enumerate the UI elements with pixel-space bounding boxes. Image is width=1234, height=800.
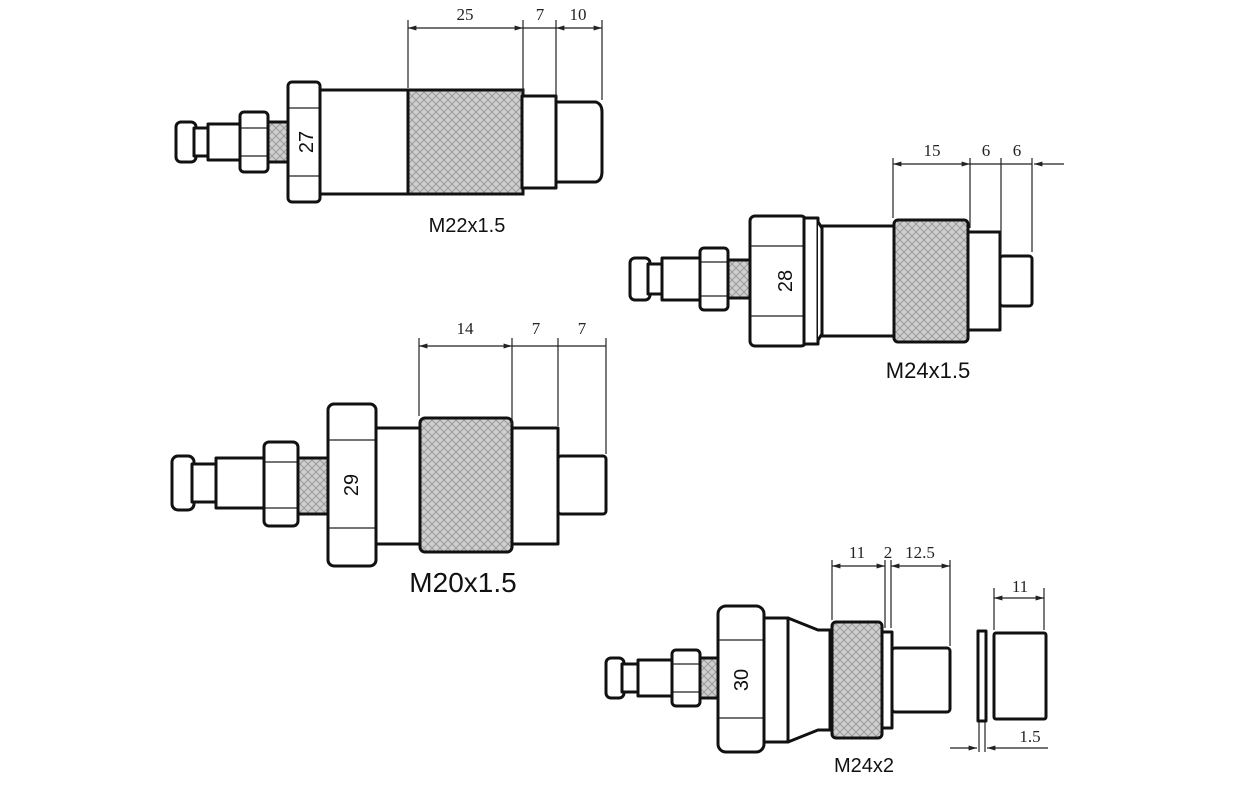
hex-size-label: 30: [731, 669, 753, 691]
hex-nut: 28: [748, 214, 820, 348]
dimension-label: 7: [578, 319, 587, 338]
hex-size-label: 27: [296, 131, 318, 153]
quick-coupler-plug: [604, 648, 720, 708]
hex-nut: 30: [716, 604, 766, 754]
hex-size-label: 29: [341, 474, 363, 496]
collar: [510, 426, 560, 546]
dimension-label: 7: [532, 319, 541, 338]
dimension-label: 10: [570, 5, 587, 24]
dimension-label: 15: [924, 141, 941, 160]
dimension-lines: [407, 20, 603, 100]
thread-section: [418, 416, 514, 554]
sleeve: [992, 631, 1048, 721]
tip: [998, 254, 1034, 308]
collar: [520, 94, 558, 190]
adapter-m22: 27 25 7 10 M22x1.5: [174, 5, 604, 237]
dimension-label: 6: [982, 141, 991, 160]
thread-section: [892, 218, 970, 344]
quick-coupler-plug: [170, 440, 330, 528]
quick-coupler-plug: [174, 110, 290, 174]
dimension-label: 7: [536, 5, 545, 24]
dimension-lines: [831, 560, 951, 646]
hex-nut: 27: [286, 80, 322, 204]
thread-label: M24x2: [834, 755, 894, 777]
dimension-label: 6: [1013, 141, 1022, 160]
dimension-lines: [892, 158, 1064, 252]
dimension-label: 25: [457, 5, 474, 24]
dimension-lines: [418, 338, 607, 454]
thread-label: M24x1.5: [886, 358, 970, 383]
thread-section: [830, 620, 884, 740]
adapter-body: [820, 224, 898, 338]
adapter-body: [762, 616, 790, 744]
tip: [556, 454, 608, 516]
hex-size-label: 28: [775, 270, 797, 292]
washer: [976, 629, 988, 723]
dimension-label: 12.5: [905, 543, 935, 562]
dimension-label: 14: [457, 319, 475, 338]
adapter-m20: 29 14 7 7 M20x1.5: [170, 319, 608, 598]
thread-label: M22x1.5: [429, 215, 506, 237]
hex-nut: 29: [326, 402, 378, 568]
dimension-label: 11: [849, 543, 865, 562]
accessory-dimension-lines: [950, 588, 1048, 752]
quick-coupler-plug: [628, 246, 752, 312]
tip: [554, 100, 604, 184]
tip: [890, 646, 952, 714]
sleeve-length-label: 11: [1012, 577, 1028, 596]
taper: [786, 616, 832, 744]
adapter-m24x1-5: 28 15 6 6 M24x1.5: [628, 141, 1064, 383]
washer-thickness-label: 1.5: [1019, 727, 1040, 746]
adapter-body: [318, 88, 412, 196]
dimension-label: 2: [884, 543, 893, 562]
adapter-body: [374, 426, 424, 546]
collar: [966, 230, 1002, 332]
adapter-m24x2: 30 11 2 12.5 M24x2 11: [604, 543, 1048, 777]
thread-section: [406, 88, 525, 196]
thread-label: M20x1.5: [409, 567, 516, 598]
